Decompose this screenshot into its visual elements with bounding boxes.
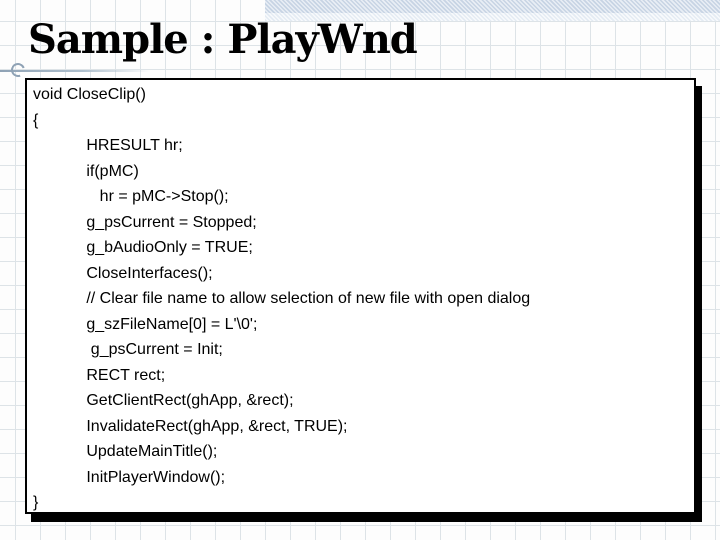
code-line: if(pMC) [33, 162, 139, 180]
code-line: // Clear file name to allow selection of… [33, 290, 531, 307]
code-line: HRESULT hr; [33, 137, 183, 154]
code-line: InitPlayerWindow(); [33, 468, 226, 486]
top-accent-band [265, 0, 720, 13]
code-line: { [33, 111, 39, 129]
code-line: g_psCurrent = Init; [33, 341, 223, 358]
code-line: g_psCurrent = Stopped; [33, 213, 257, 231]
slide-title: Sample : PlayWnd [28, 16, 418, 63]
code-line: g_bAudioOnly = TRUE; [33, 239, 253, 256]
code-line: RECT rect; [33, 366, 166, 384]
title-underline-ornament [0, 70, 150, 72]
code-line: hr = pMC->Stop(); [33, 188, 229, 205]
code-line: } [33, 494, 39, 511]
ring-ornament-icon [8, 60, 28, 80]
code-line: CloseInterfaces(); [33, 264, 213, 282]
code-line: InvalidateRect(ghApp, &rect, TRUE); [33, 417, 348, 435]
code-block: void CloseClip() { HRESULT hr; if(pMC) h… [25, 78, 696, 514]
code-line: UpdateMainTitle(); [33, 443, 218, 460]
code-line: g_szFileName[0] = L'\0'; [33, 315, 258, 333]
top-accent-band-light [265, 13, 720, 21]
code-line: void CloseClip() [33, 86, 146, 103]
code-line: GetClientRect(ghApp, &rect); [33, 392, 294, 409]
